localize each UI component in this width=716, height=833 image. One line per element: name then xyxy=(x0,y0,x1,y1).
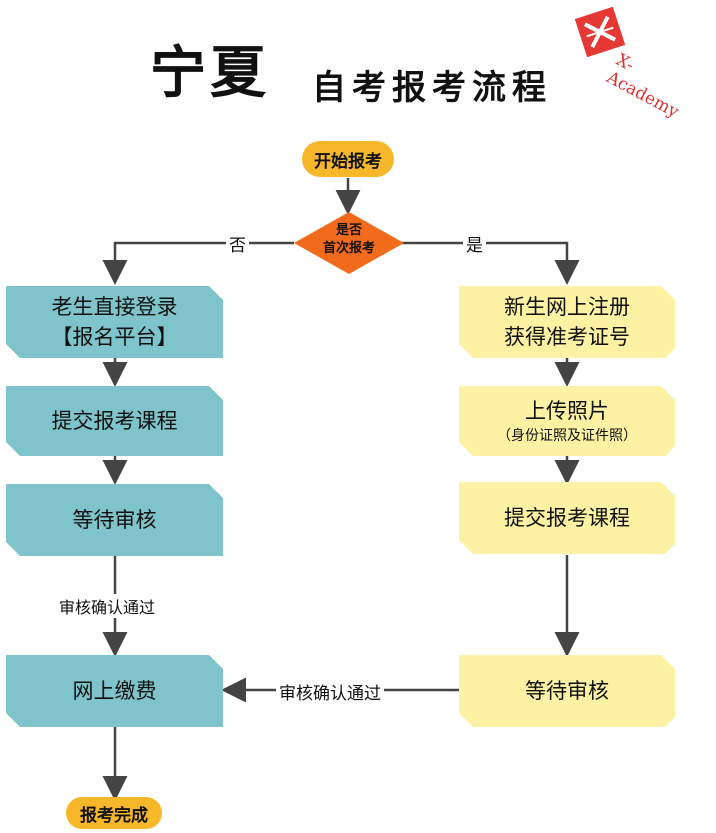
upload-photo-box: 上传照片 （身份证照及证件照） xyxy=(459,386,675,456)
right-await-review-label: 等待审核 xyxy=(525,679,609,703)
decision-line2: 首次报考 xyxy=(322,241,375,256)
edge-decision-yes xyxy=(402,241,580,285)
upload-photo-label: 上传照片 xyxy=(525,399,609,423)
decision-label: 是否 首次报考 xyxy=(294,222,404,258)
upload-photo-note: （身份证照及证件照） xyxy=(497,428,637,444)
branch-no-label: 否 xyxy=(226,231,249,256)
end-node: 报考完成 xyxy=(66,797,162,829)
title-process: 自考报考流程 xyxy=(312,68,552,108)
old-student-line1: 老生直接登录 xyxy=(51,295,178,319)
page-title: 宁夏 自考报考流程 xyxy=(150,18,600,108)
left-submit-courses-label: 提交报考课程 xyxy=(51,409,178,433)
old-student-line2: 【报名平台】 xyxy=(51,325,178,349)
branch-yes-label: 是 xyxy=(463,231,486,256)
decision-line1: 是否 xyxy=(335,223,362,238)
title-region: 宁夏 xyxy=(150,40,270,106)
edge-decision-no xyxy=(102,241,294,285)
right-submit-courses-box: 提交报考课程 xyxy=(459,482,675,554)
online-payment-label: 网上缴费 xyxy=(72,679,157,703)
start-node: 开始报考 xyxy=(302,141,394,177)
old-student-login-box: 老生直接登录 【报名平台】 xyxy=(6,286,223,358)
new-student-register-box: 新生网上注册 获得准考证号 xyxy=(459,286,675,358)
new-student-line1: 新生网上注册 xyxy=(504,295,630,319)
decision-diamond xyxy=(294,212,404,274)
new-student-line2: 获得准考证号 xyxy=(504,325,630,349)
right-submit-courses-label: 提交报考课程 xyxy=(504,506,630,530)
online-payment-box: 网上缴费 xyxy=(6,655,223,727)
left-await-review-box: 等待审核 xyxy=(6,484,223,556)
left-submit-courses-box: 提交报考课程 xyxy=(6,386,223,456)
right-await-review-box: 等待审核 xyxy=(459,655,675,727)
left-confirm-label: 审核确认通过 xyxy=(56,594,159,618)
left-await-review-label: 等待审核 xyxy=(72,508,157,532)
x-academy-logo-icon xyxy=(574,6,626,58)
right-confirm-label: 审核确认通过 xyxy=(276,679,384,704)
